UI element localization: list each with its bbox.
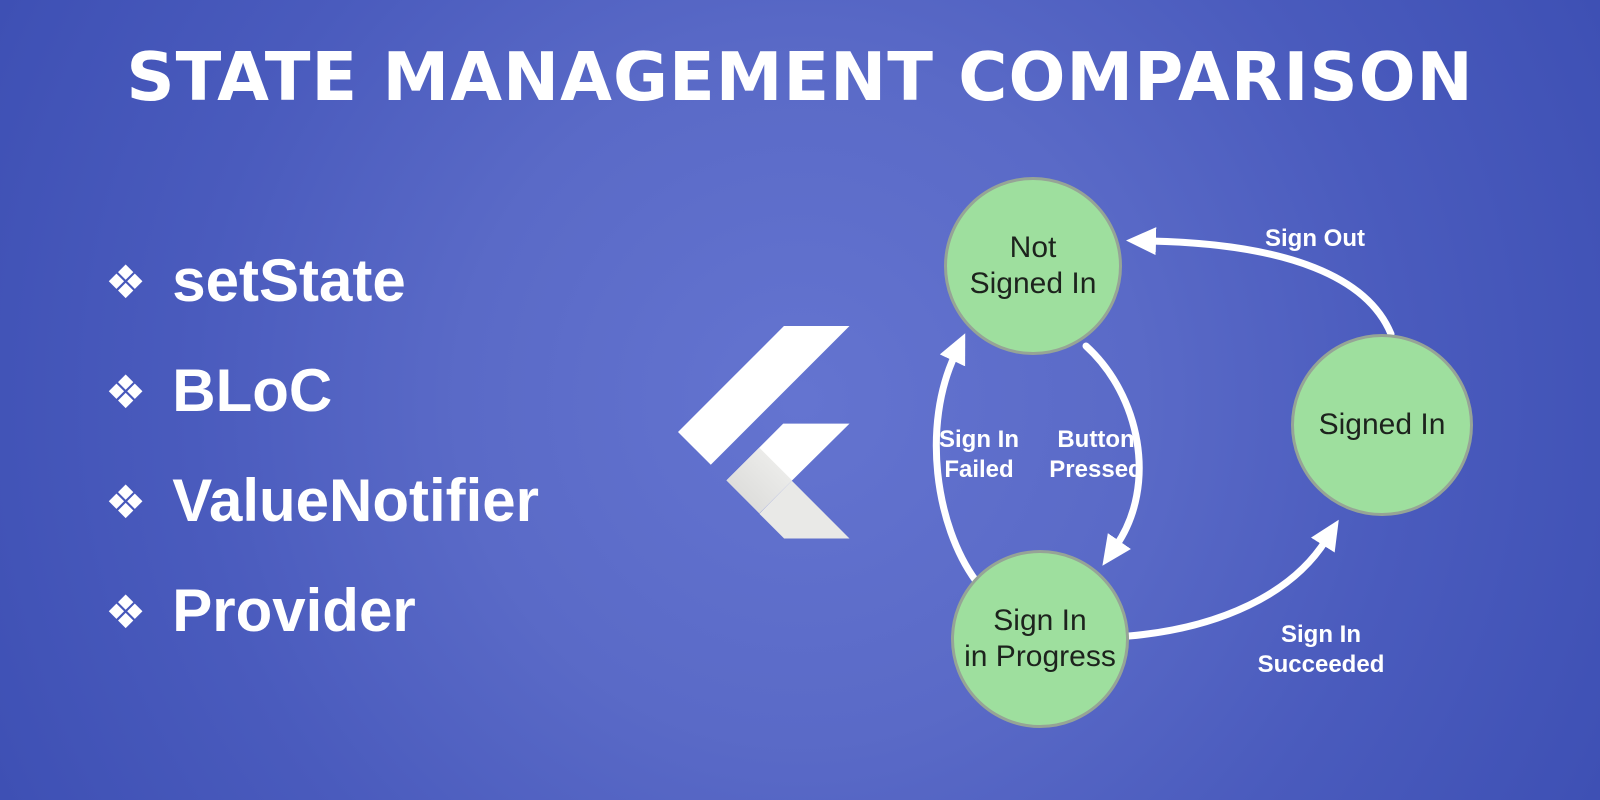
state-label-line: Signed In [1318,408,1446,441]
list-item-valuenotifier: ❖ ValueNotifier [105,469,539,533]
diamond-bullet-icon: ❖ [105,475,147,529]
state-label-line: Signed In [969,267,1097,300]
transition-label-sign-in-failed: Sign In Failed [939,426,1019,483]
list-item-label: Provider [172,577,416,644]
transition-label-sign-out: Sign Out [1265,225,1365,252]
flutter-logo-icon [678,326,850,539]
list-item-bloc: ❖ BLoC [105,359,539,423]
state-node-signed-in: Signed In [1291,334,1473,516]
transition-label-sign-in-succeeded: Sign In Succeeded [1257,621,1385,678]
state-management-options-list: ❖ setState ❖ BLoC ❖ ValueNotifier ❖ Prov… [105,249,539,689]
diamond-bullet-icon: ❖ [105,255,147,309]
transition-label-button-pressed: Button Pressed [1049,426,1143,483]
list-item-label: setState [172,247,406,314]
state-node-sign-in-in-progress: Sign In in Progress [951,550,1129,728]
diamond-bullet-icon: ❖ [105,365,147,419]
state-label-line: in Progress [964,640,1116,673]
diamond-bullet-icon: ❖ [105,585,147,639]
list-item-label: ValueNotifier [172,467,540,534]
list-item-setstate: ❖ setState [105,249,539,313]
page-title: STATE MANAGEMENT COMPARISON [126,38,1474,116]
list-item-provider: ❖ Provider [105,579,539,643]
state-label-line: Not [1009,231,1057,264]
state-label-line: Sign In [993,604,1087,637]
transition-arrow-sign-out [1126,227,1395,338]
list-item-label: BLoC [172,357,333,424]
state-node-not-signed-in: Not Signed In [944,177,1122,355]
